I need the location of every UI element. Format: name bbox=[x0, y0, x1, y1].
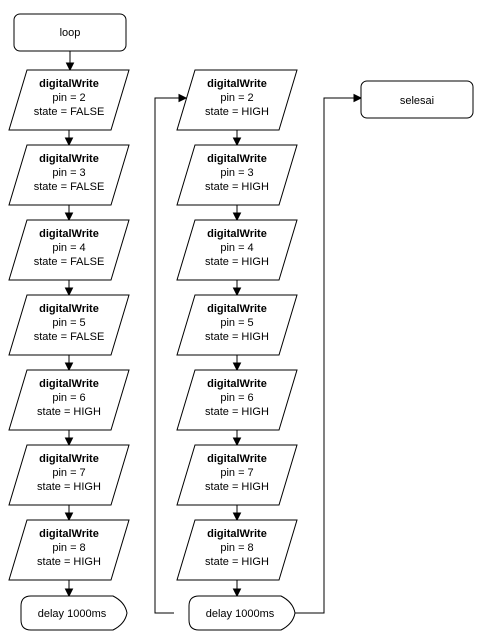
delay-label: delay 1000ms bbox=[206, 608, 275, 620]
connector-layer bbox=[64, 51, 363, 614]
step-pin: pin = 6 bbox=[220, 392, 253, 404]
step-title: digitalWrite bbox=[207, 153, 267, 165]
step-title: digitalWrite bbox=[207, 453, 267, 465]
step-pin: pin = 4 bbox=[52, 242, 85, 254]
edge-step-down bbox=[232, 430, 242, 447]
node-layer: loop selesai digitalWrite pin = 2 state = FA… bbox=[8, 13, 474, 631]
digitalwrite-step: digitalWrite pin = 4 state = HIGH bbox=[176, 219, 298, 281]
start-terminal: loop bbox=[13, 13, 127, 52]
step-state: state = FALSE bbox=[34, 181, 105, 193]
edge-step-down bbox=[64, 505, 74, 522]
end-label: selesai bbox=[400, 95, 434, 107]
edge-delay-to-next-column bbox=[154, 93, 188, 614]
digitalwrite-step: digitalWrite pin = 5 state = FALSE bbox=[8, 294, 130, 356]
step-pin: pin = 3 bbox=[220, 167, 253, 179]
step-pin: pin = 8 bbox=[220, 542, 253, 554]
step-state: state = HIGH bbox=[205, 331, 269, 343]
step-title: digitalWrite bbox=[207, 228, 267, 240]
step-state: state = HIGH bbox=[37, 481, 101, 493]
digitalwrite-step: digitalWrite pin = 2 state = FALSE bbox=[8, 69, 130, 131]
edge-step-down bbox=[64, 130, 74, 147]
digitalwrite-step: digitalWrite pin = 5 state = HIGH bbox=[176, 294, 298, 356]
step-state: state = FALSE bbox=[34, 106, 105, 118]
digitalwrite-step: digitalWrite pin = 3 state = FALSE bbox=[8, 144, 130, 206]
step-state: state = HIGH bbox=[205, 556, 269, 568]
digitalwrite-step: digitalWrite pin = 6 state = HIGH bbox=[8, 369, 130, 431]
edge-step-down bbox=[232, 280, 242, 297]
step-title: digitalWrite bbox=[207, 528, 267, 540]
step-pin: pin = 2 bbox=[52, 92, 85, 104]
delay-step: delay 1000ms bbox=[188, 595, 296, 631]
digitalwrite-step: digitalWrite pin = 4 state = FALSE bbox=[8, 219, 130, 281]
step-pin: pin = 3 bbox=[52, 167, 85, 179]
step-pin: pin = 7 bbox=[52, 467, 85, 479]
edge-step-down bbox=[232, 130, 242, 147]
edge-delay-to-end bbox=[292, 93, 363, 614]
step-title: digitalWrite bbox=[207, 78, 267, 90]
step-pin: pin = 6 bbox=[52, 392, 85, 404]
step-state: state = HIGH bbox=[205, 181, 269, 193]
digitalwrite-step: digitalWrite pin = 2 state = HIGH bbox=[176, 69, 298, 131]
digitalwrite-step: digitalWrite pin = 7 state = HIGH bbox=[8, 444, 130, 506]
step-pin: pin = 8 bbox=[52, 542, 85, 554]
step-pin: pin = 5 bbox=[220, 317, 253, 329]
step-pin: pin = 7 bbox=[220, 467, 253, 479]
step-title: digitalWrite bbox=[39, 453, 99, 465]
step-state: state = FALSE bbox=[34, 256, 105, 268]
edge-step-down bbox=[232, 205, 242, 222]
edge-step-down bbox=[232, 505, 242, 522]
edge-step-down bbox=[64, 205, 74, 222]
edge-step-down bbox=[64, 355, 74, 372]
step-title: digitalWrite bbox=[39, 378, 99, 390]
step-title: digitalWrite bbox=[39, 153, 99, 165]
step-state: state = HIGH bbox=[37, 406, 101, 418]
step-title: digitalWrite bbox=[39, 528, 99, 540]
step-state: state = HIGH bbox=[37, 556, 101, 568]
digitalwrite-step: digitalWrite pin = 7 state = HIGH bbox=[176, 444, 298, 506]
step-pin: pin = 5 bbox=[52, 317, 85, 329]
step-title: digitalWrite bbox=[39, 228, 99, 240]
edge-step-down bbox=[232, 580, 242, 598]
delay-step: delay 1000ms bbox=[20, 595, 128, 631]
step-state: state = FALSE bbox=[34, 331, 105, 343]
step-pin: pin = 4 bbox=[220, 242, 253, 254]
step-title: digitalWrite bbox=[207, 378, 267, 390]
step-title: digitalWrite bbox=[39, 303, 99, 315]
step-state: state = HIGH bbox=[205, 406, 269, 418]
digitalwrite-step: digitalWrite pin = 8 state = HIGH bbox=[8, 519, 130, 581]
step-state: state = HIGH bbox=[205, 106, 269, 118]
end-terminal: selesai bbox=[360, 80, 474, 119]
edge-step-down bbox=[64, 580, 74, 598]
digitalwrite-step: digitalWrite pin = 6 state = HIGH bbox=[176, 369, 298, 431]
step-title: digitalWrite bbox=[207, 303, 267, 315]
digitalwrite-step: digitalWrite pin = 8 state = HIGH bbox=[176, 519, 298, 581]
step-state: state = HIGH bbox=[205, 256, 269, 268]
digitalwrite-step: digitalWrite pin = 3 state = HIGH bbox=[176, 144, 298, 206]
edge-step-down bbox=[64, 280, 74, 297]
step-state: state = HIGH bbox=[205, 481, 269, 493]
step-title: digitalWrite bbox=[39, 78, 99, 90]
edge-step-down bbox=[232, 355, 242, 372]
step-pin: pin = 2 bbox=[220, 92, 253, 104]
edge-start-to-step bbox=[65, 51, 75, 72]
edge-step-down bbox=[64, 430, 74, 447]
delay-label: delay 1000ms bbox=[38, 608, 107, 620]
start-label: loop bbox=[60, 27, 81, 39]
